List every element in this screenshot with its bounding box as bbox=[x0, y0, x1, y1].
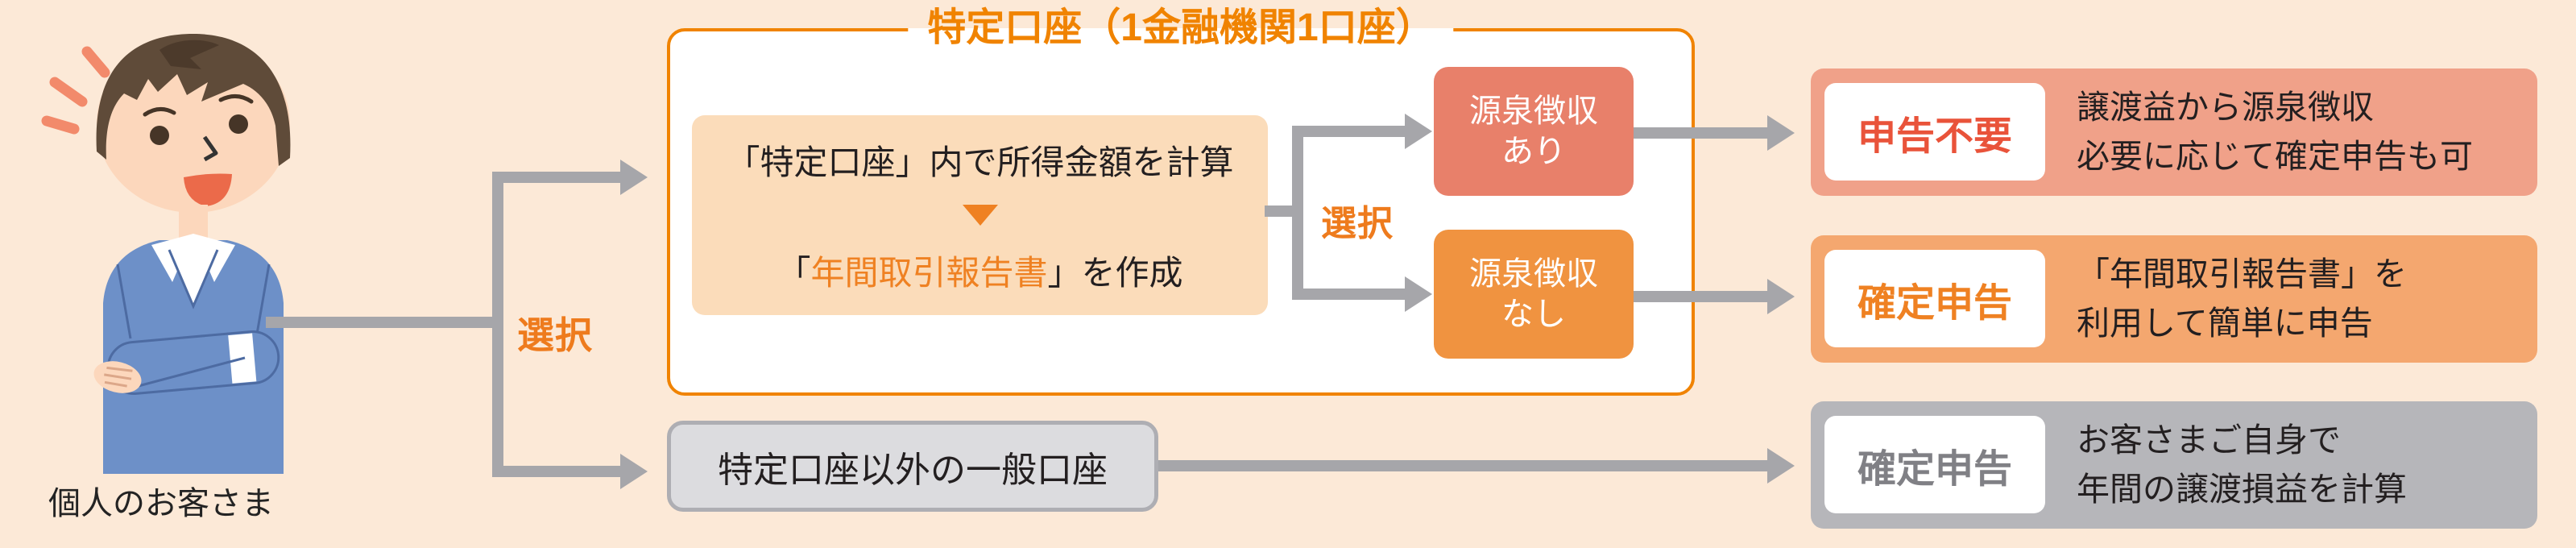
process-line-2: 「年間取引報告書」を作成 bbox=[777, 246, 1182, 295]
general-account-box: 特定口座以外の一般口座 bbox=[667, 421, 1158, 512]
result-desc-no-filing: 譲渡益から源泉徴収 必要に応じて確定申告も可 bbox=[2077, 68, 2473, 196]
arrow-head-to-main-box-icon bbox=[620, 160, 648, 195]
process-line-2-suffix: 」を作成 bbox=[1047, 254, 1183, 292]
withholding-no-line1: 源泉徴収 bbox=[1469, 256, 1598, 292]
connector-person-line bbox=[266, 317, 503, 328]
result-desc-line: 譲渡益から源泉徴収 bbox=[2077, 89, 2374, 127]
arrow-head-to-general-account-icon bbox=[620, 454, 648, 489]
withholding-yes-line2: あり bbox=[1501, 134, 1566, 169]
process-line-2-highlight: 年間取引報告書 bbox=[810, 254, 1048, 292]
result-desc-line: 利用して簡単に申告 bbox=[2077, 305, 2373, 342]
result-badge-no-filing: 申告不要 bbox=[1824, 83, 2045, 181]
connector-branch-top bbox=[492, 172, 623, 183]
connector-branch-vertical-2 bbox=[1292, 126, 1303, 300]
result-desc-filing-easy: 「年間取引報告書」を 利用して簡単に申告 bbox=[2077, 235, 2407, 363]
down-triangle-icon bbox=[962, 205, 998, 226]
withholding-yes-box: 源泉徴収 あり bbox=[1434, 67, 1634, 196]
connector-branch-vertical-1 bbox=[492, 172, 503, 477]
result-desc-line: 年間の譲渡損益を計算 bbox=[2077, 471, 2407, 508]
connector-branch-bottom bbox=[492, 466, 623, 477]
withholding-yes-line1: 源泉徴収 bbox=[1469, 93, 1598, 129]
specific-account-title: 特定口座（1金融機関1口座） bbox=[908, 5, 1454, 52]
person-label: 個人のお客さま bbox=[48, 486, 274, 521]
result-row-no-filing: 申告不要 譲渡益から源泉徴収 必要に応じて確定申告も可 bbox=[1811, 68, 2537, 196]
result-desc-filing-self: お客さまご自身で 年間の譲渡損益を計算 bbox=[2077, 401, 2407, 529]
arrow-head-to-result-3-icon bbox=[1767, 448, 1795, 484]
arrow-head-to-withholding-no-icon bbox=[1405, 276, 1432, 312]
connector-withholding-top bbox=[1292, 126, 1406, 137]
connector-no-to-result bbox=[1634, 291, 1769, 302]
arrow-head-to-result-2-icon bbox=[1767, 279, 1795, 314]
result-badge-filing-self: 確定申告 bbox=[1824, 416, 2045, 513]
process-box: 「特定口座」内で所得金額を計算 「年間取引報告書」を作成 bbox=[692, 115, 1268, 315]
notice-dashes-icon bbox=[41, 46, 110, 135]
result-row-filing-easy: 確定申告 「年間取引報告書」を 利用して簡単に申告 bbox=[1811, 235, 2537, 363]
select-label-secondary: 選択 bbox=[1321, 204, 1394, 243]
withholding-no-line2: なし bbox=[1501, 297, 1566, 332]
process-line-1: 「特定口座」内で所得金額を計算 bbox=[726, 143, 1234, 181]
connector-yes-to-result bbox=[1634, 127, 1769, 139]
select-label-primary: 選択 bbox=[517, 314, 593, 356]
withholding-no-box: 源泉徴収 なし bbox=[1434, 230, 1634, 359]
person-illustration bbox=[41, 34, 291, 474]
result-row-filing-self: 確定申告 お客さまご自身で 年間の譲渡損益を計算 bbox=[1811, 401, 2537, 529]
result-badge-filing-easy: 確定申告 bbox=[1824, 250, 2045, 347]
result-desc-line: 必要に応じて確定申告も可 bbox=[2077, 138, 2473, 175]
arrow-head-to-result-1-icon bbox=[1767, 115, 1795, 151]
connector-general-to-result bbox=[1158, 460, 1769, 471]
result-desc-line: 「年間取引報告書」を bbox=[2077, 255, 2407, 293]
result-desc-line: お客さまご自身で bbox=[2077, 421, 2341, 459]
connector-withholding-bottom bbox=[1292, 289, 1406, 300]
process-line-2-prefix: 「 bbox=[777, 254, 811, 292]
arrow-head-to-withholding-yes-icon bbox=[1405, 114, 1432, 149]
